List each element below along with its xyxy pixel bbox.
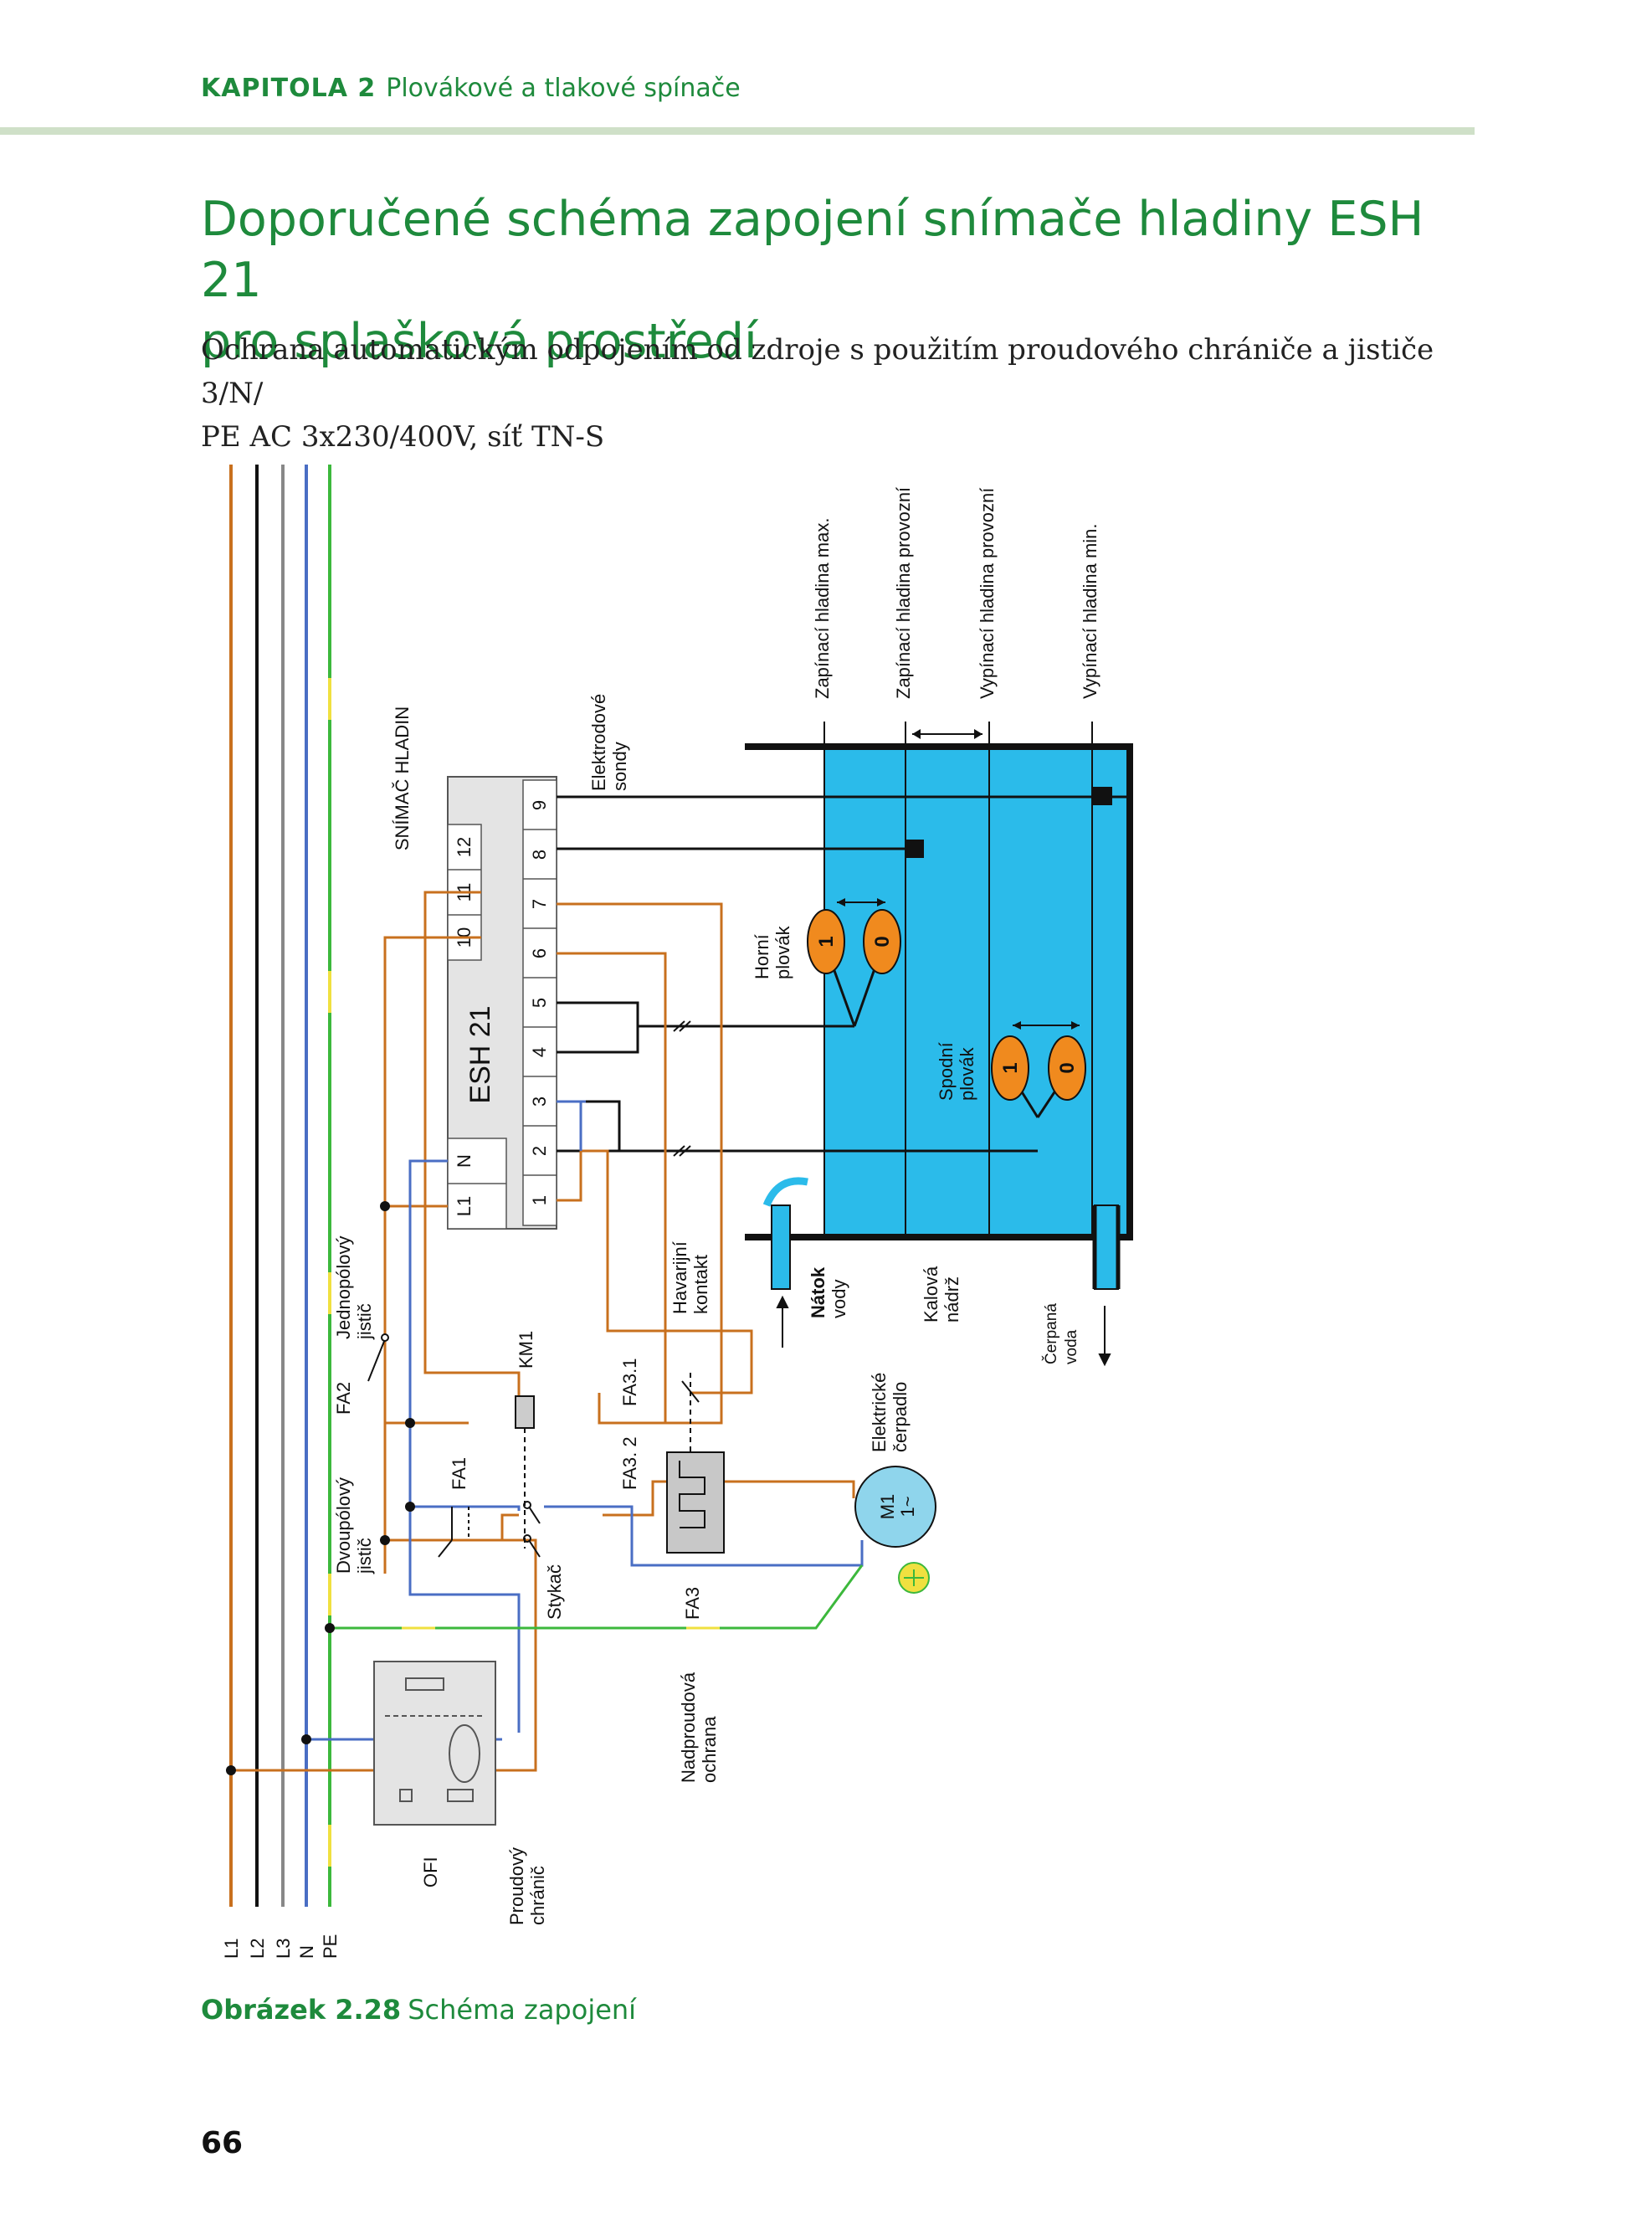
fa1-breaker [438, 1507, 469, 1558]
terminal-5: 5 [529, 998, 550, 1008]
fa2-desc-2: jistič [354, 1303, 375, 1340]
fa3-label: FA3 [682, 1587, 703, 1620]
upper-float-label-2: plovák [772, 925, 793, 979]
ofi-label: OFI [420, 1857, 441, 1888]
busbar-n: N [296, 1945, 317, 1959]
contactor-label: Stykač [544, 1564, 565, 1620]
pump-label-1: Elektrické [869, 1373, 890, 1452]
chapter-label: KAPITOLA 2 [201, 74, 377, 103]
level-label-1: Zapínací hladina max. [812, 518, 833, 699]
fa3-relay [666, 1373, 725, 1554]
wiring-diagram: Zapínací hladina max. Zapínací hladina p… [221, 465, 1133, 1959]
chapter-title: Plovákové a tlakové spínače [386, 74, 741, 103]
terminal-3: 3 [529, 1097, 550, 1107]
lower-float-state-0: 0 [1056, 1062, 1079, 1073]
module-name: ESH 21 [464, 1005, 496, 1103]
fa1-label: FA1 [449, 1457, 469, 1490]
terminal-6: 6 [529, 948, 550, 958]
level-labels: Zapínací hladina max. Zapínací hladina p… [812, 487, 1100, 699]
running-header: KAPITOLA 2 Plovákové a tlakové spínače [201, 74, 741, 103]
lower-float: 1 0 [991, 1021, 1086, 1118]
upper-float: 1 0 [807, 898, 901, 1027]
fa1-desc-2: jistič [354, 1538, 375, 1574]
tank-water [824, 747, 1130, 1237]
page-title: Doporučené schéma zapojení snímače hladi… [201, 189, 1456, 372]
busbar-pe: PE [320, 1934, 341, 1959]
terminal-8: 8 [529, 850, 550, 860]
fa2-desc-1: Jednopólový [333, 1235, 354, 1339]
wiring [231, 795, 1130, 1772]
page-subtitle: Ochrana automatickým odpojením od zdroje… [201, 328, 1490, 459]
rcd-ofi [373, 1661, 496, 1826]
fa1-desc-1: Dvoupólový [333, 1477, 354, 1574]
busbar-l3: L3 [273, 1939, 294, 1959]
terminal-l1: L1 [454, 1196, 475, 1216]
title-line-2: pro splašková prostředí [201, 314, 757, 369]
terminal-7: 7 [529, 899, 550, 909]
terminal-1: 1 [529, 1195, 550, 1205]
electrodes-label-2: sondy [609, 742, 630, 791]
upper-float-state-0: 0 [871, 936, 894, 947]
busbar-l2: L2 [247, 1939, 268, 1959]
level-label-4: Vypínací hladina min. [1080, 523, 1100, 699]
page-number: 66 [201, 2126, 244, 2160]
inflow-label-2: vody [829, 1280, 849, 1318]
fa2-label: FA2 [333, 1382, 354, 1415]
km1-label: KM1 [516, 1331, 536, 1369]
lower-float-state-1: 1 [999, 1062, 1022, 1073]
upper-float-label-1: Horní [752, 934, 772, 979]
subtitle-line-2: PE AC 3x230/400V, síť TN-S [201, 420, 605, 454]
lower-float-label-2: plovák [957, 1046, 977, 1101]
pump-motor: M1 1~ [854, 1466, 936, 1594]
busbars [229, 465, 331, 1907]
tank-label-1: Kalová [921, 1266, 941, 1323]
electrodes-label-1: Elektrodové [588, 694, 609, 791]
subtitle-line-1: Ochrana automatickým odpojením od zdroje… [201, 333, 1434, 410]
alarm-label-2: kontakt [690, 1255, 711, 1314]
fa31-label: FA3.1 [619, 1359, 640, 1406]
terminal-n: N [454, 1154, 475, 1168]
lower-float-label-1: Spodní [936, 1042, 957, 1101]
terminal-9: 9 [529, 800, 550, 810]
caption-text: Schéma zapojení [408, 1994, 637, 2026]
sludge-tank [745, 722, 1133, 1290]
busbar-l1: L1 [221, 1939, 242, 1959]
level-label-2: Zapínací hladina provozní [893, 487, 914, 699]
tank-label-2: nádrž [941, 1276, 962, 1323]
motor-label: M1 [877, 1494, 898, 1520]
fa2-breaker [367, 1333, 389, 1382]
header-rule [0, 127, 1475, 135]
upper-float-state-1: 1 [815, 936, 838, 947]
level-label-3: Vypínací hladina provozní [977, 488, 998, 699]
terminal-4: 4 [529, 1047, 550, 1057]
module-title: SNÍMAČ HLADIN [392, 706, 413, 850]
busbar-labels: L1 L2 L3 N PE [221, 1934, 341, 1959]
overcurrent-label-2: ochrana [699, 1716, 720, 1783]
motor-phase: 1~ [897, 1496, 918, 1517]
contactor [523, 1473, 541, 1558]
outflow-label-2: voda [1063, 1329, 1080, 1364]
alarm-label-1: Havarijní [670, 1241, 690, 1314]
outflow-label-1: Čerpaná [1042, 1303, 1060, 1364]
rcd-label-2: chránič [527, 1866, 548, 1925]
rcd-label-1: Proudový [506, 1847, 527, 1925]
terminal-12: 12 [454, 837, 475, 857]
terminal-2: 2 [529, 1146, 550, 1156]
pump-label-2: čerpadlo [890, 1382, 911, 1452]
km1-coil [515, 1395, 535, 1473]
caption-label: Obrázek 2.28 [201, 1994, 402, 2026]
fa32-label: FA3. 2 [619, 1436, 640, 1490]
inflow-label-1: Nátok [808, 1266, 829, 1318]
title-line-1: Doporučené schéma zapojení snímače hladi… [201, 192, 1424, 308]
overcurrent-label-1: Nadproudová [678, 1672, 699, 1783]
